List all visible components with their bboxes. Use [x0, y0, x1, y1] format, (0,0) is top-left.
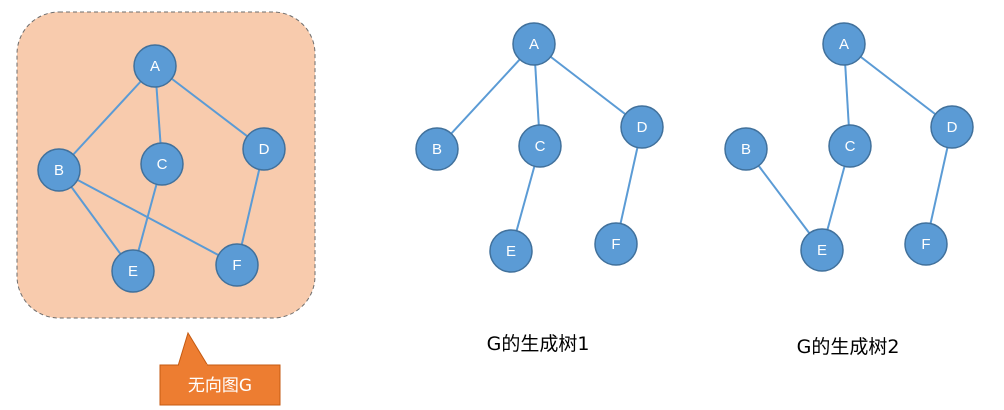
node-d: D — [930, 105, 974, 149]
node-a: A — [133, 44, 177, 88]
node-e: E — [489, 229, 533, 273]
node-label: E — [506, 243, 516, 260]
node-label: B — [432, 141, 442, 158]
node-label: A — [839, 36, 849, 53]
node-label: D — [637, 119, 648, 136]
node-c: C — [518, 124, 562, 168]
node-label: A — [150, 58, 160, 75]
node-circle — [620, 105, 664, 149]
callout-label: 无向图G — [188, 376, 252, 396]
callout-pointer — [177, 331, 209, 367]
node-b: B — [724, 127, 768, 171]
graph-g-callout: 无向图G — [159, 331, 281, 406]
edge-a-b — [58, 65, 156, 171]
spanning-tree-2: A B C D E F — [724, 22, 974, 272]
node-circle — [518, 124, 562, 168]
node-label: F — [921, 236, 930, 253]
node-f: F — [215, 243, 259, 287]
edge-a-b — [436, 43, 535, 150]
node-c: C — [828, 124, 872, 168]
node-a: A — [512, 22, 556, 66]
node-label: D — [947, 119, 958, 136]
node-circle — [111, 249, 155, 293]
node-label: C — [535, 138, 546, 155]
node-circle — [415, 127, 459, 171]
node-circle — [904, 222, 948, 266]
node-circle — [828, 124, 872, 168]
node-label: C — [845, 138, 856, 155]
graph-g: A B C D E F — [37, 44, 286, 293]
node-circle — [512, 22, 556, 66]
node-circle — [489, 229, 533, 273]
node-label: F — [232, 257, 241, 274]
node-f: F — [904, 222, 948, 266]
spanning-tree-1-caption: G的生成树1 — [487, 333, 590, 355]
node-circle — [37, 148, 81, 192]
node-circle — [800, 228, 844, 272]
node-c: C — [140, 142, 184, 186]
node-d: D — [242, 127, 286, 171]
node-label: B — [741, 141, 751, 158]
node-label: D — [259, 141, 270, 158]
node-b: B — [415, 127, 459, 171]
node-e: E — [800, 228, 844, 272]
node-label: C — [157, 156, 168, 173]
node-label: A — [529, 36, 539, 53]
node-circle — [215, 243, 259, 287]
node-circle — [724, 127, 768, 171]
node-label: B — [54, 162, 64, 179]
node-label: E — [128, 263, 138, 280]
node-circle — [140, 142, 184, 186]
node-a: A — [822, 22, 866, 66]
edge-a-d — [154, 65, 265, 150]
node-label: F — [611, 236, 620, 253]
callout-box — [159, 364, 281, 406]
node-f: F — [594, 222, 638, 266]
node-circle — [594, 222, 638, 266]
spanning-tree-2-caption: G的生成树2 — [797, 336, 900, 358]
node-d: D — [620, 105, 664, 149]
node-circle — [242, 127, 286, 171]
node-e: E — [111, 249, 155, 293]
node-label: E — [817, 242, 827, 259]
edge-a-d — [533, 43, 643, 128]
node-circle — [930, 105, 974, 149]
node-b: B — [37, 148, 81, 192]
spanning-tree-1: A B C D E F — [415, 22, 664, 273]
edge-a-d — [843, 43, 953, 128]
node-circle — [822, 22, 866, 66]
node-circle — [133, 44, 177, 88]
